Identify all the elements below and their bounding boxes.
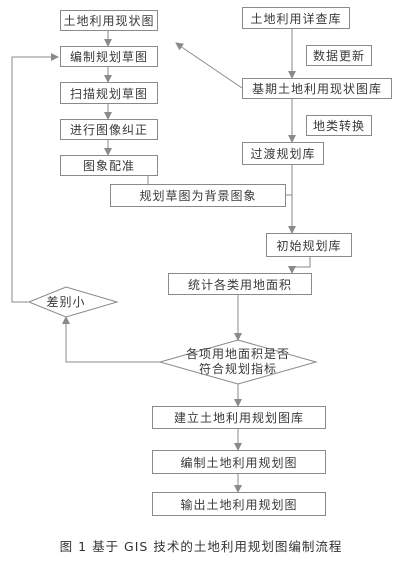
arrow-initial-to-stats bbox=[288, 257, 311, 274]
arrow-base-to-status bbox=[175, 42, 243, 89]
figure-caption: 图 1 基于 GIS 技术的土地利用规划图编制流程 bbox=[59, 539, 343, 554]
check-label-line1: 各项用地面积是否 bbox=[185, 347, 290, 361]
transition-db-box: 过渡规划库 bbox=[242, 142, 324, 165]
draft-map-box: 编制规划草图 bbox=[60, 46, 158, 67]
check-diamond bbox=[158, 339, 318, 385]
data-update-box: 数据更新 bbox=[306, 45, 372, 66]
compile-map-box: 编制土地利用规划图 bbox=[152, 450, 326, 474]
arrow-diff-to-draft bbox=[11, 53, 59, 303]
initial-db-box: 初始规划库 bbox=[266, 233, 352, 257]
diff-small-label: 差别小 bbox=[46, 294, 86, 309]
build-db-box: 建立土地利用规划图库 bbox=[152, 406, 326, 429]
registration-box: 图象配准 bbox=[60, 155, 158, 176]
draft-background-box: 规划草图为背景图象 bbox=[110, 184, 286, 207]
detail-db-box: 土地利用详查库 bbox=[242, 7, 350, 29]
check-label-line2: 符合规划指标 bbox=[198, 362, 277, 376]
stat-area-box: 统计各类用地面积 bbox=[168, 273, 312, 295]
output-map-box: 输出土地利用规划图 bbox=[152, 492, 326, 516]
landtype-conversion-box: 地类转换 bbox=[306, 115, 372, 136]
scan-map-box: 扫描规划草图 bbox=[60, 82, 158, 104]
rectify-box: 进行图像纠正 bbox=[60, 119, 158, 140]
arrow-check-to-diff bbox=[62, 316, 160, 363]
status-map-box: 土地利用现状图 bbox=[60, 10, 158, 31]
base-db-box: 基期土地利用现状图库 bbox=[242, 78, 392, 99]
diff-small-diamond bbox=[27, 286, 119, 318]
